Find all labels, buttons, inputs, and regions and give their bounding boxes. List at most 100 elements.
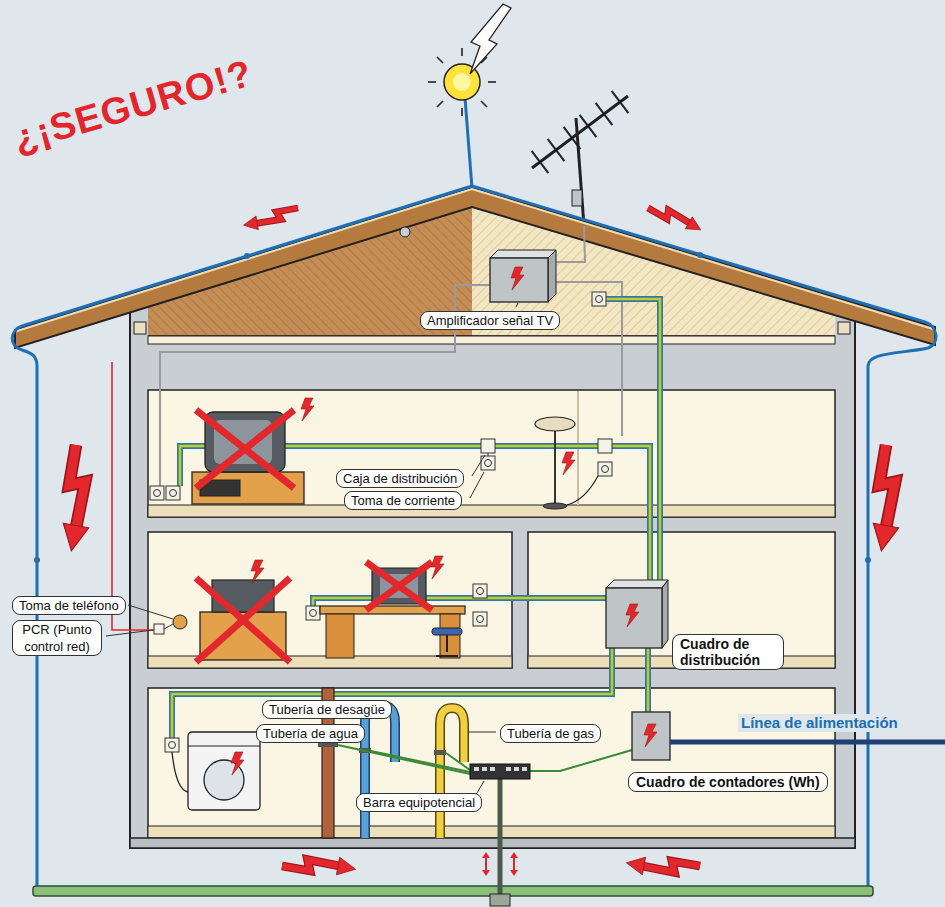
beam-end <box>838 322 850 334</box>
socket <box>306 606 320 620</box>
tv-antenna-part <box>532 151 549 173</box>
basement-devices-part-part <box>490 767 495 771</box>
power-cable-part <box>172 299 660 738</box>
middle-floor-devices-part <box>440 614 460 658</box>
leader-lines-part <box>468 732 496 733</box>
callout-text: Tubería de desagüe <box>269 701 385 718</box>
rooms-part <box>148 390 835 517</box>
callout-box: Cuadro de contadores (Wh) <box>628 772 828 792</box>
power-cable-part-part <box>606 299 660 585</box>
basement-devices-part <box>632 712 670 760</box>
surge-bolt <box>626 604 639 627</box>
top-floor-devices <box>150 398 612 509</box>
power-line-label: Línea de alimentación <box>738 714 901 732</box>
power-cable-part-part <box>313 598 606 606</box>
callout-box: PCR (Punto control red) <box>12 620 102 656</box>
leader-lines-part <box>516 303 518 307</box>
lightning-strike <box>428 4 511 188</box>
callout-text: Cuadro de distribución <box>680 636 776 668</box>
callout-box: Tubería de agua <box>256 724 365 743</box>
attic-floor-edge <box>148 336 835 344</box>
socket <box>166 486 180 500</box>
leader-lines-part <box>106 630 153 636</box>
surge-arrows-part <box>242 202 300 234</box>
roof <box>15 187 935 348</box>
tv-antenna-part <box>596 103 613 125</box>
power-cable-part-part <box>646 648 650 712</box>
callout-text: Toma de corriente <box>351 492 455 509</box>
rooms-part <box>148 826 835 838</box>
lightning-strike-part <box>470 4 511 74</box>
socket <box>473 612 487 626</box>
leader-lines-part <box>128 605 173 619</box>
callout-text: Tubería de gas <box>507 725 594 742</box>
callout-text: Caja de distribución <box>343 470 457 487</box>
conductor-clips-part <box>244 253 250 259</box>
middle-floor-devices-part <box>164 624 173 629</box>
lightning-strike-part-part <box>437 101 443 107</box>
basement-devices-part <box>188 732 260 810</box>
top-floor-devices-part <box>196 410 294 488</box>
callout-box: Barra equipotencial <box>356 793 482 812</box>
house-walls <box>130 205 855 848</box>
surge-arrows <box>63 202 898 876</box>
rooms-part <box>148 505 835 517</box>
callout-box: Toma de corriente <box>344 491 462 510</box>
middle-floor-devices-part <box>432 628 462 635</box>
power-cable-part-part <box>606 299 660 585</box>
middle-floor-devices-part <box>366 562 432 610</box>
top-floor-devices-part <box>205 412 285 472</box>
conductor-clips-part <box>865 557 871 563</box>
middle-floor-devices <box>154 556 487 662</box>
basement-devices-part-part <box>522 767 527 771</box>
leader-lines <box>106 303 518 798</box>
lightning-strike-part <box>428 48 496 116</box>
tv-antenna-part <box>548 139 565 161</box>
surge-bolt <box>251 560 264 583</box>
basement-devices-part <box>440 708 464 838</box>
callout-text: Toma de teléfono <box>19 597 119 614</box>
basement-devices-part-part <box>371 751 470 772</box>
surge-bolt <box>431 556 444 579</box>
leader-lines-part <box>470 472 484 498</box>
socket <box>165 738 179 752</box>
conductor-clips-part <box>697 252 703 258</box>
power-cable <box>172 299 660 738</box>
middle-floor-devices-part <box>436 655 458 657</box>
tv-antenna <box>532 91 629 226</box>
power-supply-line <box>670 740 945 745</box>
basement-devices-part-part <box>474 767 479 771</box>
roof-fixing <box>400 227 410 237</box>
power-cable-part <box>172 299 660 738</box>
basement-devices-part <box>434 750 446 755</box>
surge-arrows-part <box>482 852 490 876</box>
power-cable-part-part <box>647 648 648 712</box>
lightning-strike-part-part <box>481 101 487 107</box>
middle-floor-devices-part <box>173 615 187 629</box>
basement-devices-part <box>365 705 395 838</box>
lightning-strike-part-part <box>461 48 463 56</box>
socket <box>473 584 487 598</box>
tv-antenna-part <box>580 115 597 137</box>
callout-box: Tubería de desagüe <box>262 700 392 719</box>
callout-text: Barra equipotencial <box>363 794 475 811</box>
surge-bolt <box>301 398 314 421</box>
earth-rod <box>498 779 503 900</box>
power-cable-part-part <box>645 648 651 712</box>
basement-devices-part <box>172 752 188 792</box>
roof-edge <box>17 189 933 331</box>
callout-text: Tubería de agua <box>263 725 358 742</box>
middle-floor-devices-part <box>326 614 354 658</box>
tv-antenna-part <box>572 190 582 206</box>
surge-bolt <box>511 267 524 290</box>
lightning-conductor-part <box>12 186 472 890</box>
tv-amplifier-part <box>490 250 556 258</box>
lightning-strike-part <box>453 73 471 91</box>
distribution-board-part <box>606 580 668 588</box>
top-floor-devices-part <box>554 428 556 505</box>
basement-devices-part-part <box>482 767 487 771</box>
tv-amplifier-part <box>548 250 556 302</box>
basement-devices-part <box>188 746 260 747</box>
middle-floor-devices-part <box>154 624 164 634</box>
